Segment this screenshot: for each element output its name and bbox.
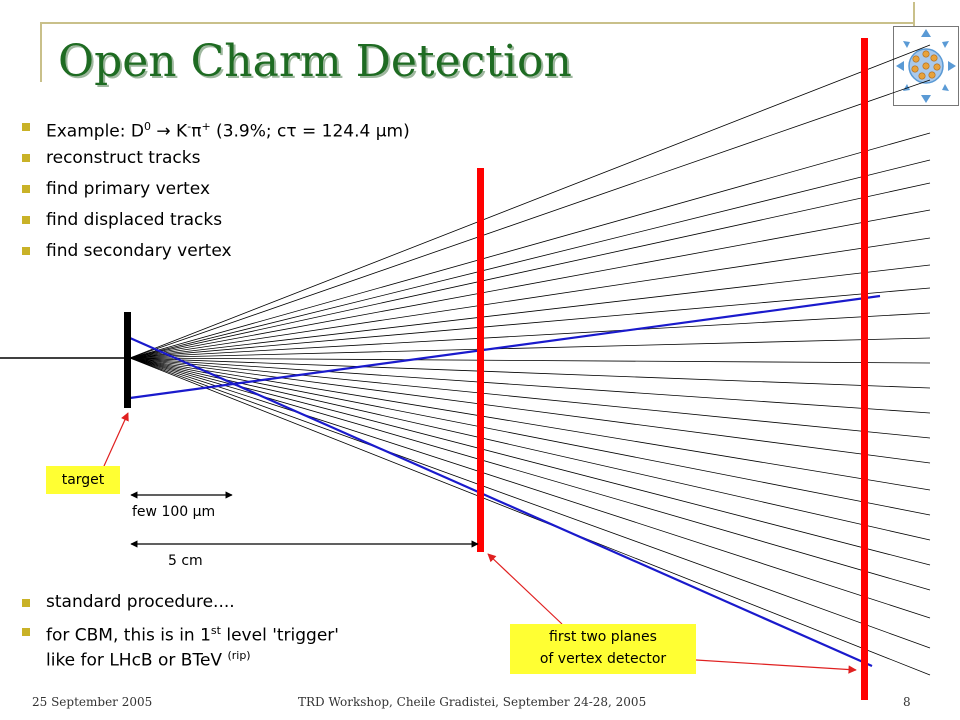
detector-plane-2 [861, 38, 868, 700]
detector-logo-icon [893, 26, 959, 106]
few-um-label: few 100 μm [132, 504, 216, 520]
bullet-displaced-tracks: find displaced tracks [22, 209, 410, 240]
detector-plane-1 [477, 168, 484, 552]
target-bar [124, 312, 131, 408]
bullet-list-bottom: standard procedure.... for CBM, this is … [22, 592, 339, 679]
frame-top-line [40, 22, 915, 24]
footer-page-number: 8 [903, 695, 911, 709]
five-cm-label: 5 cm [168, 553, 203, 569]
footer-date: 25 September 2005 [32, 695, 153, 709]
vertex-planes-line2: of vertex detector [539, 651, 667, 667]
decay-track-lower [129, 336, 873, 668]
bullet-standard: standard procedure.... [22, 592, 339, 612]
bullet-cbm-trigger: for CBM, this is in 1st level 'trigger'l… [22, 621, 339, 670]
vertex-planes-label: first two planes of vertex detector [510, 624, 696, 674]
planes-pointer-2 [695, 659, 857, 674]
decay-track-upper [129, 294, 881, 400]
bullet-reconstruct: reconstruct tracks [22, 147, 410, 178]
target-pointer [103, 412, 129, 467]
primary-tracks [129, 44, 931, 676]
bullet-list-top: Example: D0 → K-π+ (3.9%; cτ = 124.4 μm)… [22, 116, 410, 271]
planes-pointer-1 [487, 553, 563, 625]
bullet-secondary-vertex: find secondary vertex [22, 240, 410, 271]
bullet-primary-vertex: find primary vertex [22, 178, 410, 209]
slide-title: Open Charm Detection [58, 36, 572, 87]
bullet-example: Example: D0 → K-π+ (3.9%; cτ = 124.4 μm) [22, 116, 410, 147]
frame-left-line [40, 22, 42, 82]
target-label: target [46, 466, 120, 494]
footer-event: TRD Workshop, Cheile Gradistei, Septembe… [298, 695, 647, 709]
vertex-planes-line1: first two planes [549, 629, 657, 645]
